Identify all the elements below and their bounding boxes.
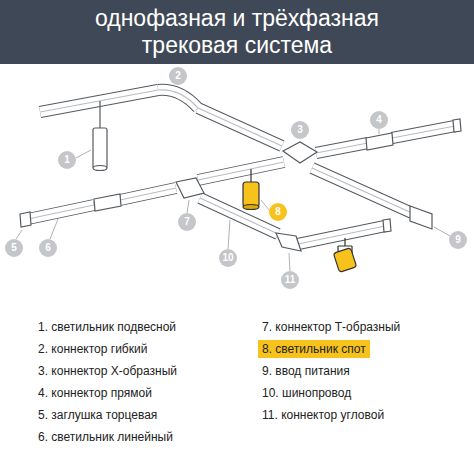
track-slot xyxy=(28,90,455,244)
legend-item: 3. коннектор X-образный xyxy=(34,362,181,380)
leader-line xyxy=(50,219,58,239)
spot-lamp xyxy=(243,182,259,207)
legend-item: 4. коннектор прямой xyxy=(34,384,156,402)
legend-item: 9. ввод питания xyxy=(258,362,354,380)
end-cap xyxy=(20,212,31,227)
legend-item: 8. светильник спот xyxy=(258,340,370,358)
pendant-lamp xyxy=(93,128,107,168)
leader-line xyxy=(434,227,450,236)
leader-line xyxy=(261,200,269,210)
callout-number: 8 xyxy=(269,203,287,221)
leader-line xyxy=(379,129,380,134)
end-cap xyxy=(453,119,461,132)
x-connector xyxy=(283,142,317,163)
callout-number: 11 xyxy=(281,271,299,289)
legend-item: 7. коннектор Т-образный xyxy=(258,318,404,336)
title: однофазная и трёхфазная трековая система xyxy=(67,5,407,59)
spot-stem xyxy=(250,169,251,182)
callout-number: 9 xyxy=(449,231,467,249)
leader-line xyxy=(16,230,22,239)
legend-item: 11. коннектор угловой xyxy=(258,406,388,424)
legend-item: 10. шинопровод xyxy=(258,384,355,402)
pendant-cable xyxy=(99,101,100,128)
callout-number: 5 xyxy=(5,239,23,257)
track-body xyxy=(28,90,455,244)
callout-number: 7 xyxy=(178,213,196,231)
t-connector xyxy=(176,178,204,198)
callout-number: 10 xyxy=(219,249,237,267)
spot-lamp-bottom xyxy=(243,205,259,210)
legend-item: 5. заглушка торцевая xyxy=(34,406,161,424)
legend-item: 2. коннектор гибкий xyxy=(34,340,151,358)
callout-number: 1 xyxy=(58,151,76,169)
callout-number: 4 xyxy=(370,111,388,129)
track-outline xyxy=(28,90,455,244)
legend-item: 6. светильник линейный xyxy=(34,428,177,446)
spot-lamp xyxy=(333,248,356,273)
legend-item: 1. светильник подвесной xyxy=(34,318,180,336)
end-cap xyxy=(383,219,391,232)
power-input xyxy=(410,206,432,229)
leader-line xyxy=(76,150,91,158)
straight-connector xyxy=(366,133,393,150)
leader-line xyxy=(187,200,189,213)
pendant-lamp-bottom xyxy=(93,166,107,171)
callout-number: 3 xyxy=(291,121,309,139)
leader-line xyxy=(228,220,230,249)
corner-connector xyxy=(276,233,301,251)
callout-number: 6 xyxy=(39,239,57,257)
leader-line xyxy=(289,253,290,271)
callout-number: 2 xyxy=(169,67,187,85)
straight-connector xyxy=(94,194,121,211)
